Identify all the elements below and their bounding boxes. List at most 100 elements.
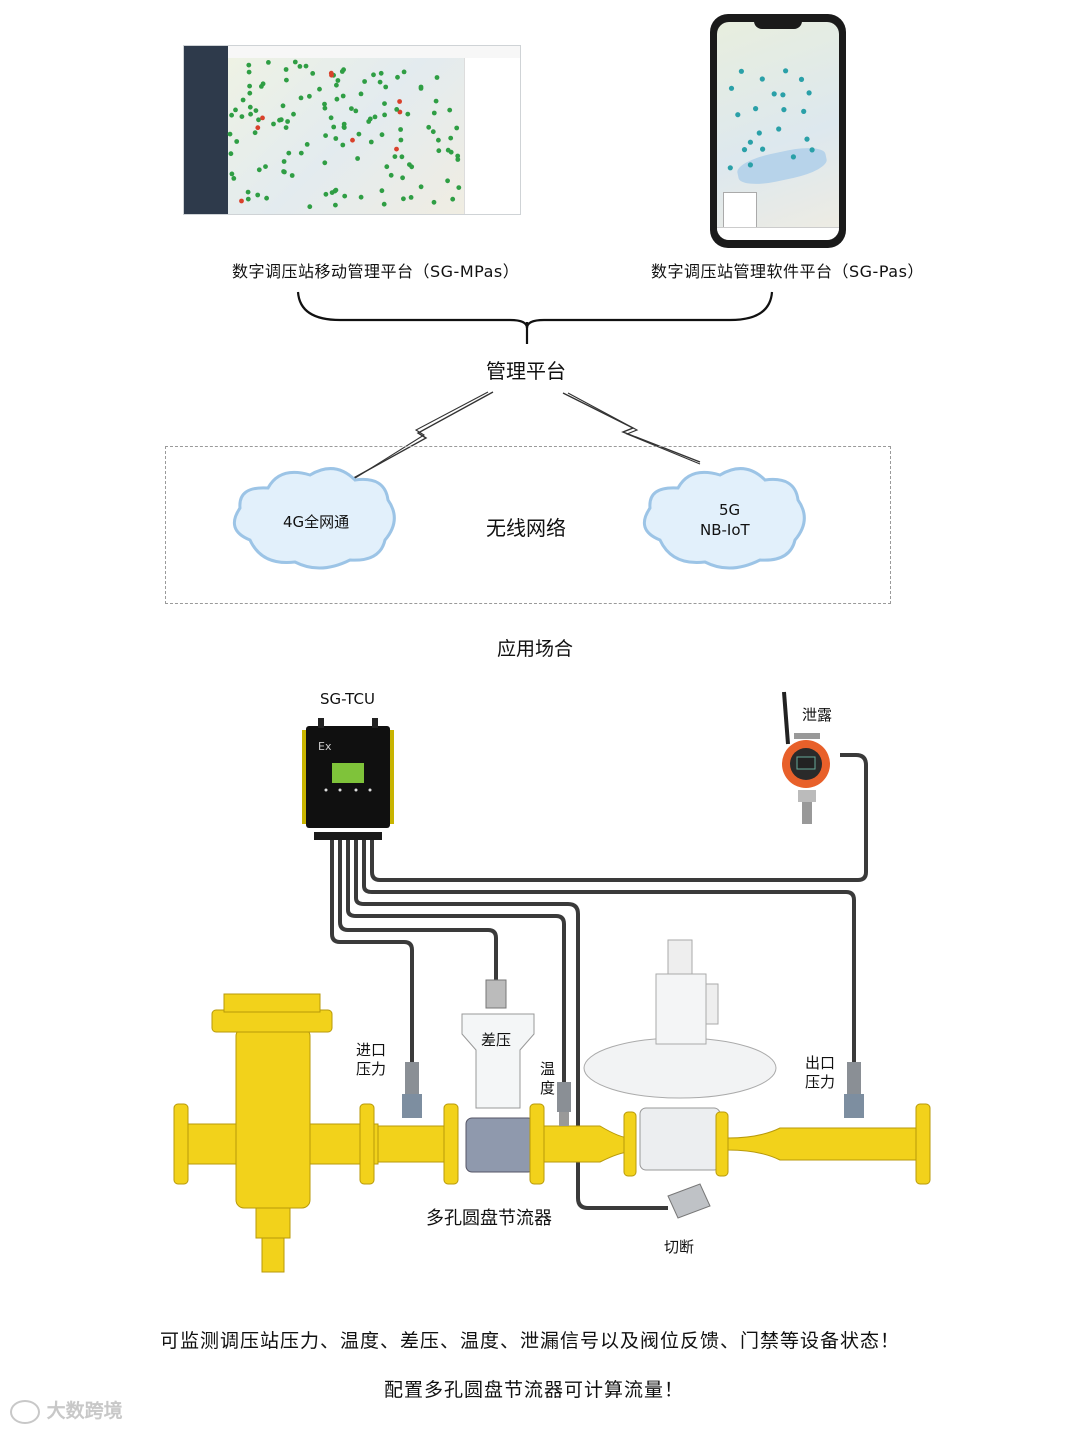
- cloud-right-label-2: NB-IoT: [700, 521, 750, 539]
- wireless-network-box: [165, 446, 891, 604]
- map-marker: [333, 202, 338, 208]
- map-marker: [384, 164, 390, 170]
- map-marker: [781, 107, 787, 113]
- map-marker: [247, 83, 253, 89]
- map-marker: [445, 178, 450, 184]
- map-marker: [401, 69, 407, 75]
- tcu-label: SG-TCU: [320, 690, 375, 708]
- map-marker: [227, 131, 233, 137]
- map-marker: [804, 136, 810, 142]
- map-marker: [377, 79, 383, 85]
- network-center-label: 无线网络: [486, 516, 566, 540]
- desktop-platform-screenshot: [183, 45, 521, 215]
- map-marker: [342, 193, 348, 199]
- map-marker: [372, 114, 378, 120]
- map-marker: [231, 176, 237, 181]
- map-marker: [735, 112, 741, 118]
- outlet-pressure-transmitter: [844, 1062, 864, 1118]
- map-marker: [297, 64, 303, 69]
- map-marker: [264, 195, 269, 201]
- temperature-transmitter: [557, 1082, 571, 1126]
- application-label: 应用场合: [497, 638, 574, 660]
- map-marker: [399, 154, 405, 160]
- map-marker: [418, 86, 424, 91]
- map-marker: [395, 74, 400, 80]
- outlet-pressure-label: 出口 压力: [805, 1054, 836, 1091]
- hub-label: 管理平台: [486, 359, 566, 383]
- desktop-map: [228, 58, 464, 214]
- filter-vessel: [235, 1027, 311, 1209]
- desktop-list-panel: [464, 58, 520, 214]
- map-marker: [379, 132, 385, 138]
- map-marker: [383, 84, 389, 90]
- map-marker: [340, 93, 346, 99]
- cable-to-leak-sensor: [370, 753, 868, 882]
- map-marker: [283, 67, 289, 72]
- map-marker: [353, 108, 359, 114]
- map-marker: [229, 171, 235, 177]
- map-marker: [247, 90, 253, 96]
- desktop-sidebar: [184, 46, 228, 214]
- map-marker: [260, 115, 265, 121]
- map-marker: [256, 167, 262, 173]
- leak-sensor-device: [782, 691, 830, 824]
- map-marker: [738, 68, 745, 74]
- map-marker: [233, 107, 238, 113]
- left-lightning-icon: [349, 391, 494, 481]
- map-marker: [426, 124, 432, 130]
- map-marker: [400, 175, 405, 181]
- right-lightning-icon: [562, 392, 701, 463]
- regulator-diaphragm: [583, 1037, 777, 1099]
- map-marker: [398, 127, 403, 132]
- map-marker: [341, 121, 347, 127]
- map-marker: [394, 107, 400, 112]
- map-marker: [771, 91, 777, 97]
- map-marker: [367, 116, 373, 122]
- map-marker: [333, 187, 339, 193]
- watermark-logo: 大数跨境: [10, 1396, 123, 1424]
- map-marker: [289, 173, 295, 178]
- map-marker: [303, 63, 309, 69]
- map-marker: [405, 111, 411, 117]
- map-marker: [341, 125, 347, 130]
- map-marker: [445, 147, 451, 153]
- map-marker: [436, 148, 442, 154]
- map-marker: [397, 109, 403, 115]
- map-marker: [434, 75, 440, 80]
- map-marker: [283, 125, 289, 130]
- diff-pressure-manifold: [461, 1013, 535, 1109]
- desktop-map-markers: [227, 59, 462, 210]
- map-marker: [753, 106, 759, 112]
- map-marker: [328, 70, 334, 76]
- map-marker: [747, 162, 754, 168]
- map-marker: [727, 165, 733, 171]
- map-marker: [392, 154, 398, 160]
- map-marker: [407, 162, 412, 168]
- mobile-platform-caption: 数字调压站移动管理平台（SG-MPas）: [232, 262, 520, 281]
- map-marker: [382, 101, 387, 106]
- map-marker: [728, 85, 735, 91]
- map-marker: [455, 157, 461, 162]
- map-marker: [378, 70, 384, 76]
- map-marker: [333, 136, 339, 141]
- map-marker: [368, 139, 374, 145]
- map-marker: [379, 188, 385, 194]
- cloud-right-label-1: 5G: [719, 501, 741, 519]
- map-marker: [255, 192, 261, 198]
- cable-to-diff-pressure: [338, 832, 498, 980]
- map-marker: [431, 110, 437, 116]
- map-marker: [271, 121, 276, 127]
- map-marker: [398, 137, 404, 143]
- map-marker: [292, 59, 298, 65]
- map-marker: [806, 90, 812, 96]
- map-marker: [450, 196, 456, 202]
- map-marker: [322, 101, 327, 107]
- map-marker: [245, 196, 251, 202]
- map-marker: [245, 189, 251, 195]
- map-marker: [780, 92, 786, 98]
- map-marker: [228, 151, 234, 157]
- map-marker: [266, 60, 271, 65]
- map-marker: [436, 137, 441, 143]
- map-marker: [801, 108, 807, 114]
